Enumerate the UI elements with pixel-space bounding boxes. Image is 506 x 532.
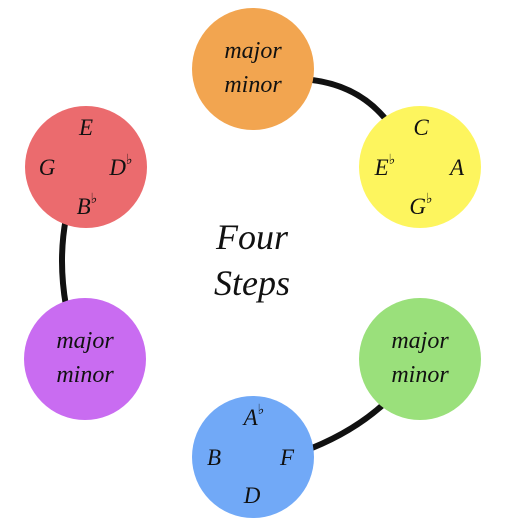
note-red-top: E — [78, 115, 94, 140]
node-red: E G D♭ B♭ — [25, 106, 147, 228]
node-yellow: C E♭ A G♭ — [359, 106, 481, 228]
node-purple: major minor — [24, 298, 146, 420]
connector-orange-yellow — [309, 77, 391, 125]
center-title-line2: Steps — [214, 263, 290, 303]
connector-green-blue — [309, 399, 389, 451]
node-purple-line2: minor — [56, 362, 114, 388]
node-purple-line1: major — [56, 328, 114, 354]
center-title: Four Steps — [180, 214, 324, 306]
note-blue-right: F — [279, 445, 295, 470]
center-title-line1: Four — [216, 217, 288, 257]
node-green-line2: minor — [391, 362, 449, 388]
node-orange: major minor — [192, 8, 314, 130]
note-red-left: G — [38, 155, 56, 180]
note-yellow-left: E♭ — [374, 153, 396, 180]
note-blue-bottom: D — [243, 483, 261, 508]
connector-red-purple — [59, 215, 69, 309]
note-blue-top: A♭ — [243, 403, 265, 430]
note-red-bottom: B♭ — [76, 192, 98, 219]
note-blue-left: B — [206, 445, 222, 470]
node-orange-line1: major — [224, 38, 282, 64]
note-yellow-right: A — [449, 155, 465, 180]
note-yellow-top: C — [413, 115, 429, 140]
node-green-line1: major — [391, 328, 449, 354]
node-green: major minor — [359, 298, 481, 420]
node-orange-line2: minor — [224, 72, 282, 98]
node-blue: A♭ B F D — [192, 396, 314, 518]
note-red-right: D♭ — [109, 153, 133, 180]
note-yellow-bottom: G♭ — [409, 192, 433, 219]
